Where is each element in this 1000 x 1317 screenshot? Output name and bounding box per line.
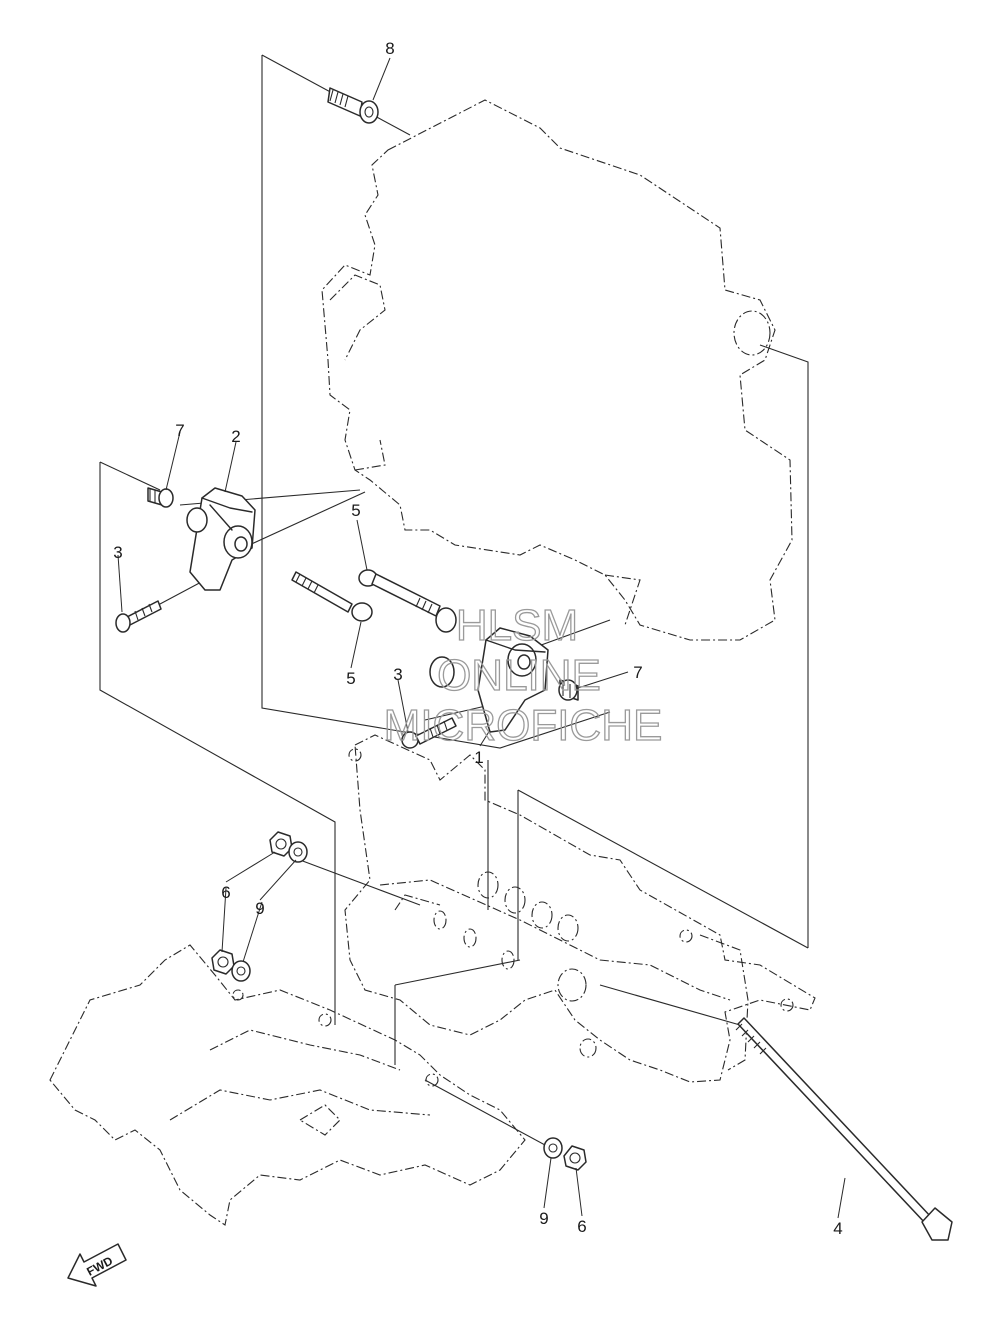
bolt-part-8	[327, 87, 379, 124]
callout-leaders	[117, 57, 846, 1219]
forward-direction-arrow: FWD	[67, 1243, 127, 1287]
callout-6-upper: 6	[221, 883, 230, 902]
watermark-line-2: ONLINE	[437, 651, 601, 700]
washer-part-9-lower	[543, 1137, 563, 1159]
engine-block-phantom	[321, 99, 793, 641]
bolt-part-3-center	[401, 717, 457, 749]
watermark-line-3: MICROFICHE	[384, 701, 663, 750]
callout-3-left: 3	[113, 543, 122, 562]
callout-1: 1	[474, 748, 483, 767]
assembly-centerlines	[144, 489, 741, 1146]
nut-part-6-lower	[563, 1145, 587, 1171]
callout-6-lower: 6	[577, 1217, 586, 1236]
callout-9-upper: 9	[255, 899, 264, 918]
callout-2: 2	[231, 427, 240, 446]
callout-5-upper: 5	[351, 501, 360, 520]
watermark-line-1: HLSM	[456, 601, 578, 650]
stud-part-7-upper	[147, 487, 174, 508]
reference-frame-lines	[99, 54, 809, 1065]
engine-bed-frame	[344, 734, 816, 1083]
callout-7-upper: 7	[175, 421, 184, 440]
washer-part-9-middle	[231, 960, 251, 982]
hull-structure-phantom	[49, 944, 526, 1226]
stud-part-7-right	[558, 679, 579, 701]
callout-4: 4	[833, 1219, 842, 1238]
callout-3-center: 3	[393, 665, 402, 684]
callout-7-right: 7	[633, 663, 642, 682]
callout-5-lower: 5	[346, 669, 355, 688]
long-bolt-part-4	[735, 1017, 953, 1241]
callout-numbers: 8 7 2 3 5 5 3 1 7 6 9 9 6 4	[113, 39, 842, 1238]
bolt-part-5-left	[291, 571, 373, 622]
bolt-part-3-left	[115, 600, 162, 633]
nut-part-6-middle	[211, 949, 235, 975]
bolt-part-5-right	[358, 569, 457, 688]
watermark: HLSM ONLINE MICROFICHE	[383, 600, 663, 750]
callout-9-lower: 9	[539, 1209, 548, 1228]
mount-bracket-part-2	[186, 487, 256, 591]
callout-8: 8	[385, 39, 394, 58]
mount-bracket-part-1	[477, 627, 549, 733]
washer-part-9-upper	[288, 841, 308, 863]
